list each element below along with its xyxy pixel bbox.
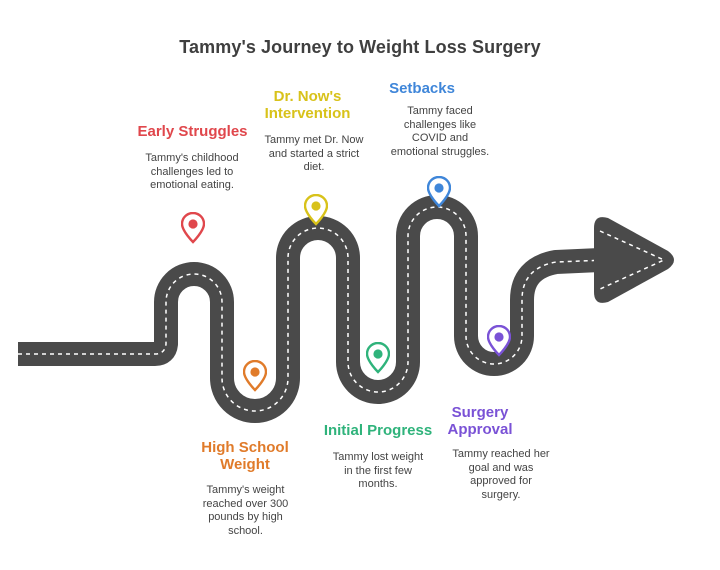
map-pin-icon bbox=[487, 325, 511, 357]
map-pin-icon bbox=[427, 176, 451, 208]
milestone-desc-setbacks: Tammy faced challenges like COVID and em… bbox=[390, 105, 490, 158]
milestone-title-setbacks: Setbacks bbox=[389, 80, 455, 97]
arrow-right-icon bbox=[594, 217, 674, 303]
map-pin-icon bbox=[304, 194, 328, 226]
map-pin-icon bbox=[243, 360, 267, 392]
milestone-desc-early-struggles: Tammy's childhood challenges led to emot… bbox=[145, 152, 239, 191]
milestone-title-initial-progress: Initial Progress bbox=[323, 422, 433, 439]
milestone-title-high-school-weight: High School Weight bbox=[201, 439, 289, 473]
milestone-desc-initial-progress: Tammy lost weight in the first few month… bbox=[332, 451, 424, 490]
map-pin-icon bbox=[181, 212, 205, 244]
milestone-title-dr-nows-intervention: Dr. Now's Intervention bbox=[264, 88, 351, 122]
road-body bbox=[18, 195, 601, 423]
milestone-desc-high-school-weight: Tammy's weight reached over 300 pounds b… bbox=[202, 484, 289, 537]
map-pin-icon bbox=[366, 342, 390, 374]
milestone-desc-dr-nows-intervention: Tammy met Dr. Now and started a strict d… bbox=[264, 134, 364, 173]
milestone-title-early-struggles: Early Struggles bbox=[137, 123, 248, 140]
page-title: Tammy's Journey to Weight Loss Surgery bbox=[179, 37, 541, 57]
milestone-desc-surgery-approval: Tammy reached her goal and was approved … bbox=[452, 448, 550, 501]
milestone-title-surgery-approval: Surgery Approval bbox=[447, 404, 513, 438]
